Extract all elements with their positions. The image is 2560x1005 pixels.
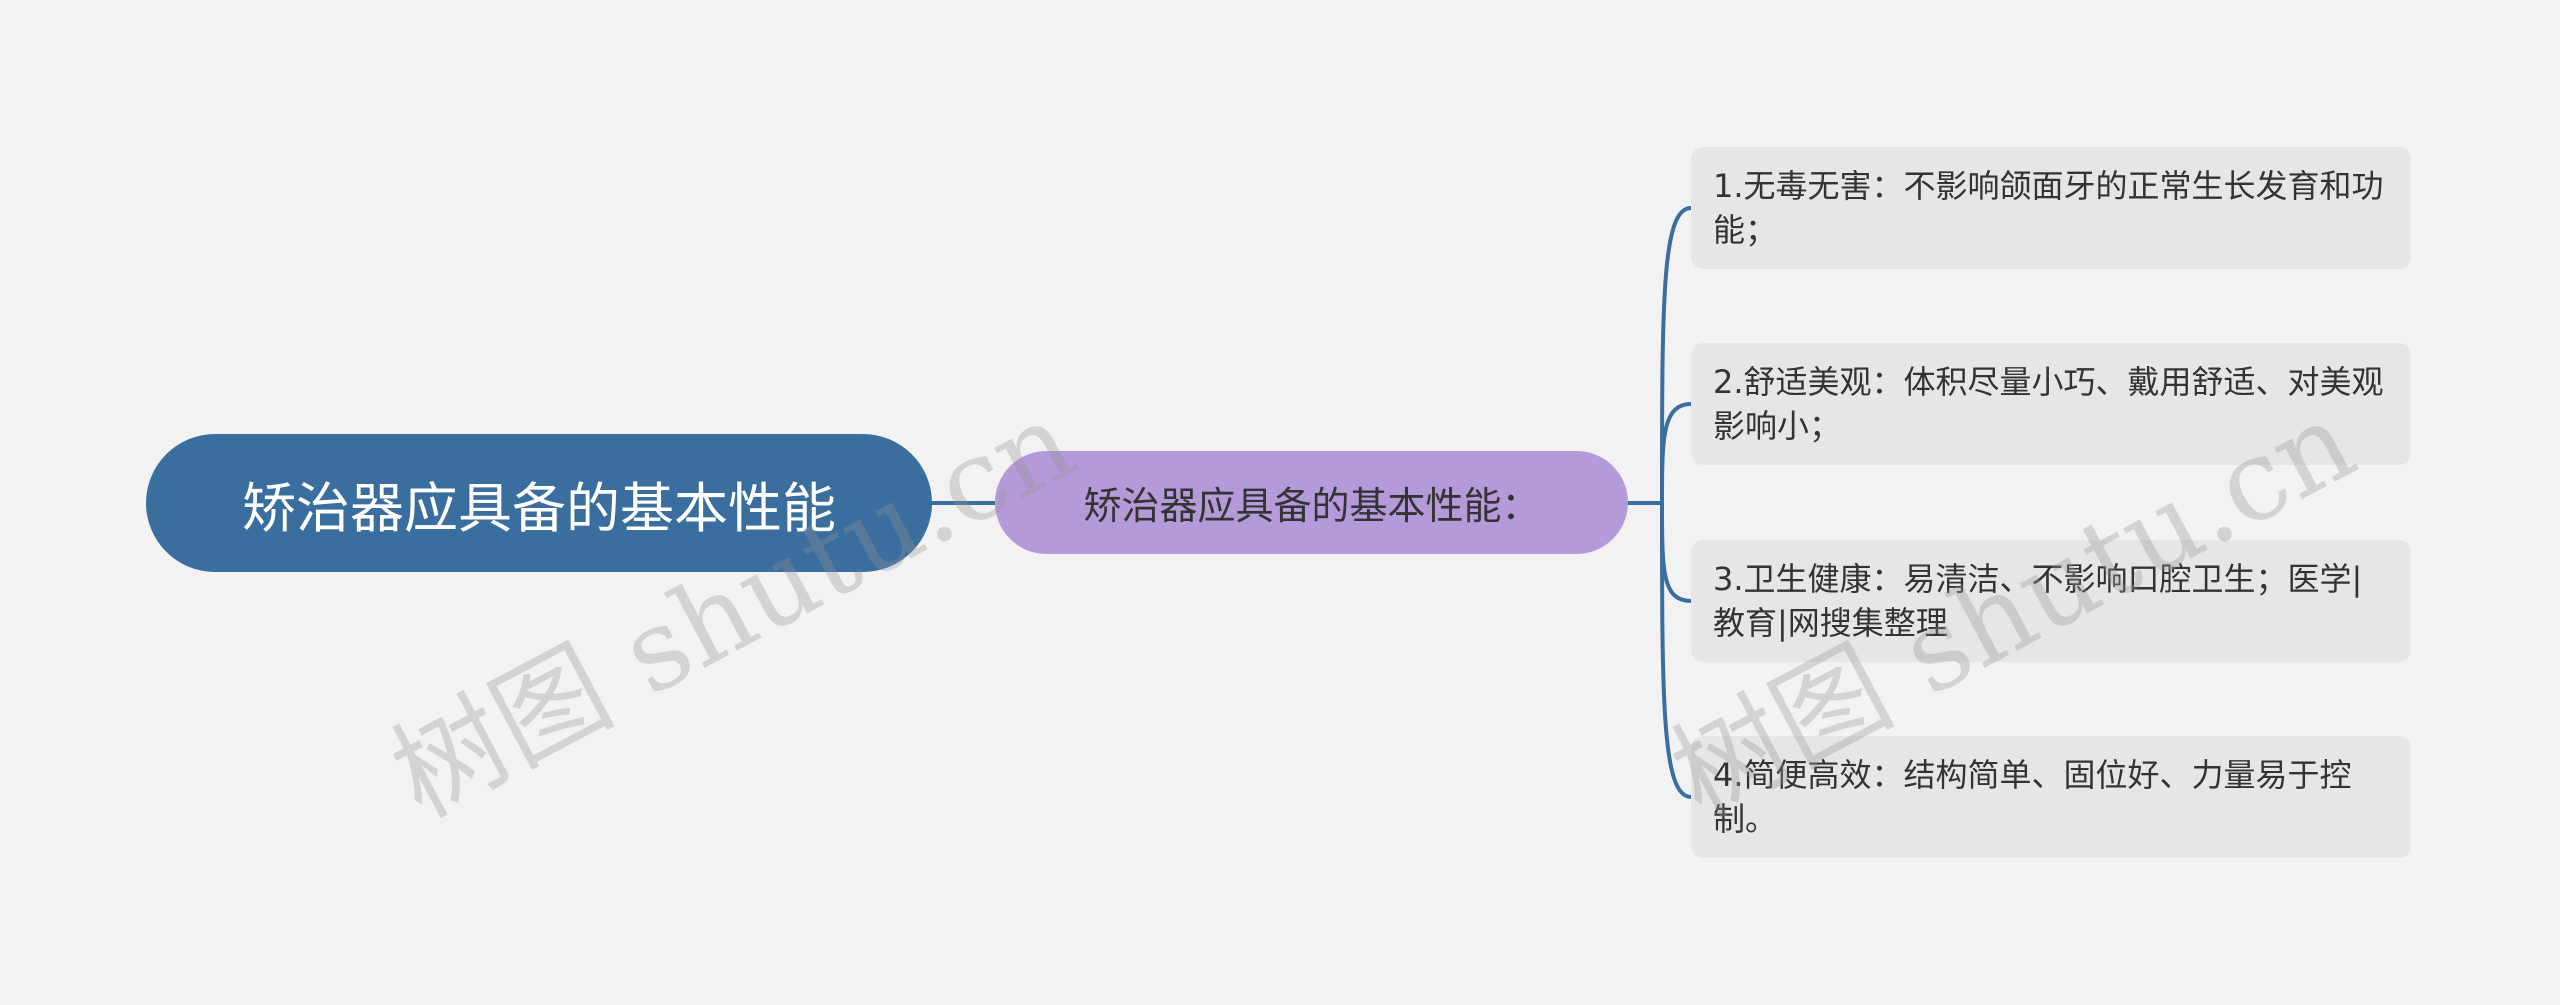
leaf-node-2[interactable]: 2.舒适美观：体积尽量小巧、戴用舒适、对美观影响小； bbox=[1691, 343, 2411, 465]
leaf-3-connector bbox=[1660, 502, 1692, 603]
leaf-text-4: 4.简便高效：结构简单、固位好、力量易于控制。 bbox=[1713, 756, 2352, 838]
leaf-2-connector bbox=[1660, 402, 1692, 504]
leaf-node-4[interactable]: 4.简便高效：结构简单、固位好、力量易于控制。 bbox=[1691, 736, 2411, 858]
leaf-node-1[interactable]: 1.无毒无害：不影响颌面牙的正常生长发育和功能； bbox=[1691, 147, 2411, 269]
leaf-text-2: 2.舒适美观：体积尽量小巧、戴用舒适、对美观影响小； bbox=[1713, 363, 2384, 445]
leaf-4-connector bbox=[1660, 502, 1692, 799]
leaf-text-3: 3.卫生健康：易清洁、不影响口腔卫生；医学|教育|网搜集整理 bbox=[1713, 560, 2363, 642]
root-topic-node[interactable]: 矫治器应具备的基本性能 bbox=[146, 434, 932, 572]
branch-topic-node[interactable]: 矫治器应具备的基本性能： bbox=[995, 451, 1628, 554]
leaf-1-connector bbox=[1660, 206, 1692, 504]
branch-topic-label: 矫治器应具备的基本性能： bbox=[1083, 484, 1540, 528]
root-topic-label: 矫治器应具备的基本性能 bbox=[242, 476, 836, 540]
leaf-node-3[interactable]: 3.卫生健康：易清洁、不影响口腔卫生；医学|教育|网搜集整理 bbox=[1691, 540, 2411, 662]
leaf-text-1: 1.无毒无害：不影响颌面牙的正常生长发育和功能； bbox=[1713, 167, 2384, 249]
